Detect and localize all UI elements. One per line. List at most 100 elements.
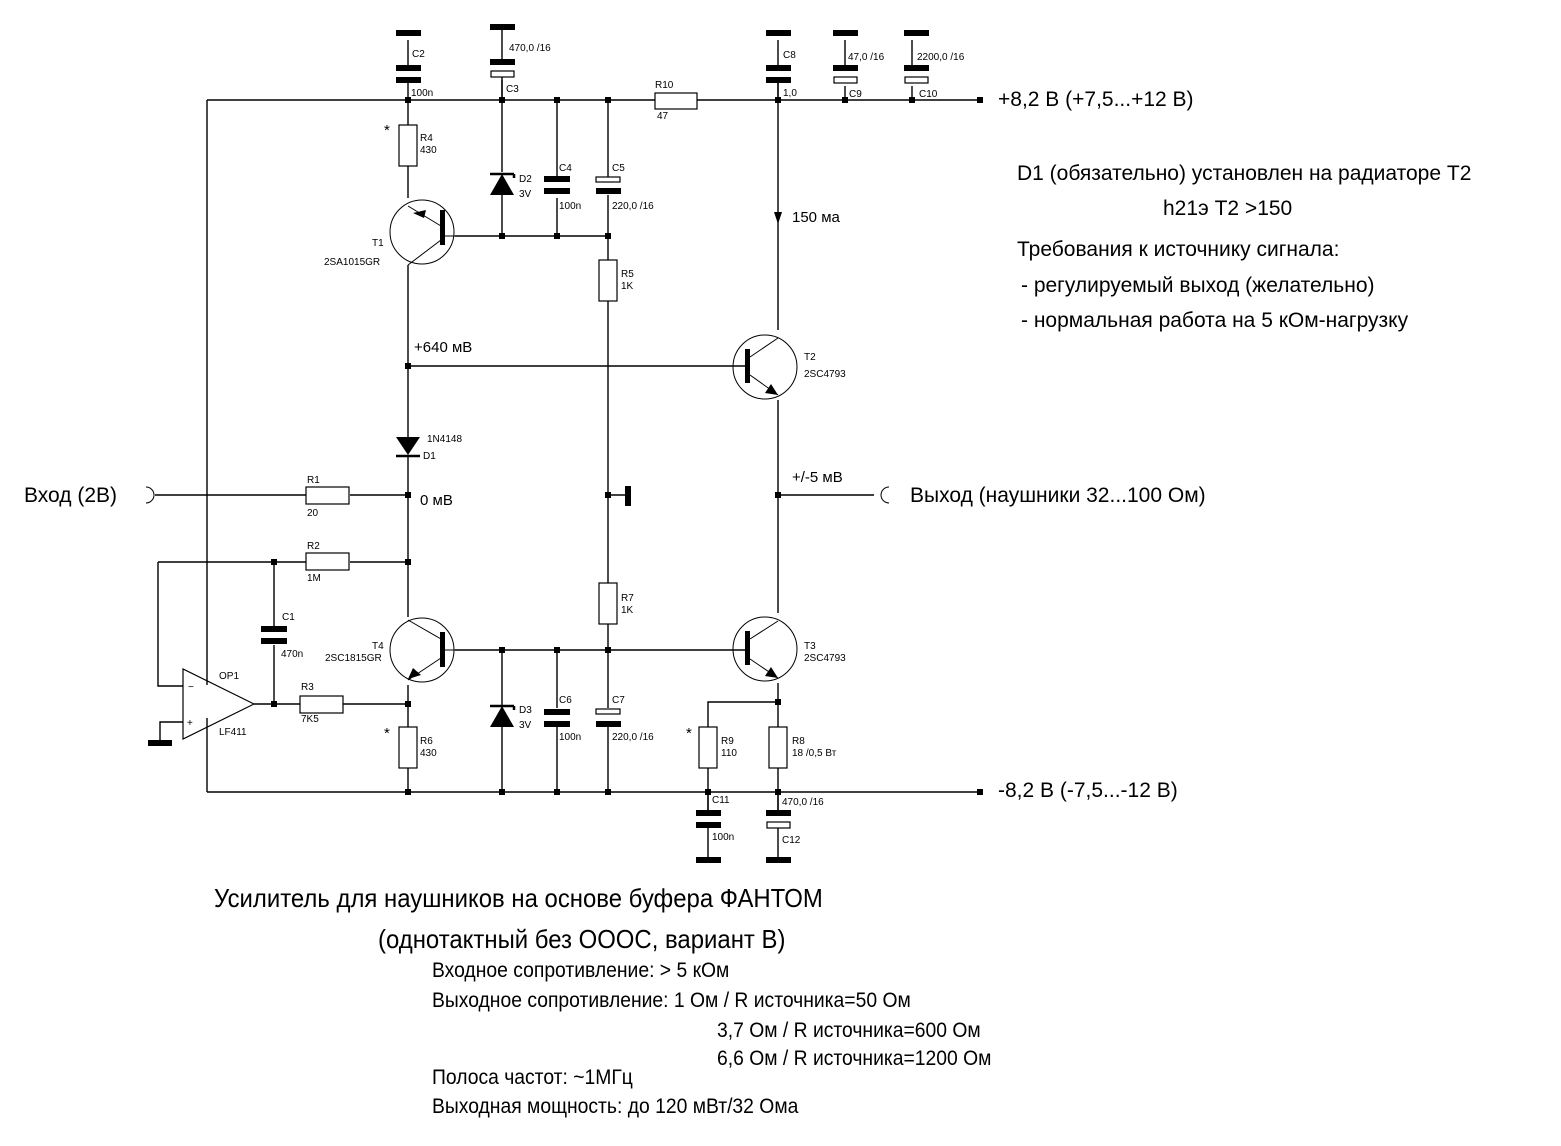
transistor-t3[interactable] (732, 616, 798, 682)
component-labels: C2 100n 470,0 /16 C3 R10 47 C8 1,0 47,0 … (219, 43, 965, 846)
resistor-r1[interactable] (305, 486, 350, 505)
junctions (271, 97, 983, 795)
spec-output-resistance-3: 6,6 Ом / R источника=1200 Ом (717, 1047, 992, 1070)
resistor-r9[interactable] (698, 726, 718, 769)
resistor-r6[interactable] (398, 726, 418, 769)
ground-icon (148, 740, 172, 746)
voltage-0mv: 0 мВ (420, 492, 453, 509)
voltage-640mv: +640 мВ (414, 339, 472, 356)
r3-ref: R3 (301, 682, 314, 693)
r1-value: 20 (307, 508, 319, 519)
capacitor-c11[interactable] (696, 810, 721, 863)
top-cap-stems-right (777, 40, 913, 100)
vneg-label: -8,2 В (-7,5...-12 В) (998, 779, 1178, 802)
c7-value: 220,0 /16 (612, 732, 654, 743)
capacitor-c2[interactable] (396, 30, 421, 83)
transistor-t1[interactable] (389, 199, 455, 266)
resistor-r8[interactable] (768, 726, 788, 769)
r9-value: 110 (721, 748, 737, 759)
r7-value: 1K (621, 605, 634, 616)
current-arrow-icon (774, 212, 782, 224)
resistor-r3[interactable] (299, 695, 344, 714)
spec-output-resistance-2: 3,7 Ом / R источника=600 Ом (717, 1019, 981, 1042)
d1-ref: D1 (423, 451, 436, 462)
t4-ref: T4 (372, 641, 384, 652)
r10-ref: R10 (655, 80, 674, 91)
capacitor-c10[interactable] (904, 30, 929, 84)
c5-ref: C5 (612, 163, 625, 174)
capacitor-c12[interactable] (766, 792, 791, 863)
h21-note: h21э T2 >150 (1163, 197, 1293, 220)
c2-value: 100n (411, 88, 433, 99)
r7-ref: R7 (621, 593, 634, 604)
measurements: +640 мВ 0 мВ +/-5 мВ 150 ма (414, 209, 843, 509)
d1-radiator-note: D1 (обязательно) установлен на радиаторе… (1017, 162, 1472, 185)
requirement-2: - нормальная работа на 5 кОм-нагрузку (1021, 309, 1409, 332)
c5-value: 220,0 /16 (612, 201, 654, 212)
capacitors (261, 24, 929, 863)
c2-ref: C2 (412, 49, 425, 60)
diode-d2[interactable] (490, 172, 516, 195)
opamp-plus-sign: + (187, 718, 193, 729)
diode-d1[interactable] (396, 437, 420, 458)
title-line-1: Усилитель для наушников на основе буфера… (214, 883, 823, 913)
c8-ref: C8 (783, 50, 796, 61)
capacitor-c9[interactable] (833, 30, 858, 84)
capacitor-c1[interactable] (261, 626, 287, 644)
capacitor-c4[interactable] (544, 176, 570, 194)
requirement-1: - регулируемый выход (желательно) (1021, 274, 1375, 297)
output-jack-icon[interactable] (880, 486, 890, 504)
r4-select-marker: * (384, 122, 390, 139)
opamp-feedback-wire (157, 562, 183, 687)
diodes (396, 172, 516, 727)
t3-ref: T3 (804, 641, 816, 652)
t3-value: 2SC4793 (804, 653, 846, 664)
c7-ref: C7 (612, 695, 625, 706)
r2-ref: R2 (307, 541, 320, 552)
title-line-2: (однотактный без ОООС, вариант В) (378, 924, 786, 954)
spec-output-resistance-1: Выходное сопротивление: 1 Ом / R источни… (432, 989, 911, 1012)
diode-d3[interactable] (490, 704, 516, 727)
r6-value: 430 (420, 748, 437, 759)
d3-value: 3V (519, 720, 532, 731)
r8-ref: R8 (792, 736, 805, 747)
d2-value: 3V (519, 189, 532, 200)
capacitor-c5[interactable] (595, 176, 621, 194)
resistor-r4[interactable] (398, 124, 418, 167)
mid-ground-icon (625, 486, 631, 506)
capacitor-c3[interactable] (490, 24, 515, 100)
t2-ref: T2 (804, 352, 816, 363)
spec-bandwidth: Полоса частот: ~1МГц (432, 1066, 633, 1089)
opamp-op1[interactable]: − + (182, 668, 256, 740)
c11-ref: C11 (712, 795, 730, 806)
r1-ref: R1 (307, 475, 320, 486)
input-jack-icon[interactable] (145, 486, 155, 504)
transistor-t4[interactable] (389, 617, 455, 683)
t1-ref: T1 (372, 238, 384, 249)
resistor-r2[interactable] (305, 552, 350, 571)
resistor-r5[interactable] (598, 259, 618, 302)
c8-value: 1,0 (783, 88, 797, 99)
c4-value: 100n (559, 201, 581, 212)
t2-value: 2SC4793 (804, 369, 846, 380)
t1-value: 2SA1015GR (324, 257, 380, 268)
r3-value: 7K5 (301, 714, 319, 725)
op1-value: LF411 (219, 727, 247, 738)
transistor-t2[interactable] (732, 334, 798, 400)
c10-ref: C10 (919, 89, 938, 100)
resistor-r10[interactable] (654, 92, 698, 110)
c6-value: 100n (559, 732, 581, 743)
capacitor-c6[interactable] (544, 709, 570, 727)
c9-value: 47,0 /16 (848, 52, 885, 63)
spec-input-resistance: Входное сопротивление: > 5 кОм (432, 959, 730, 982)
c10-value: 2200,0 /16 (917, 52, 965, 63)
transistors (389, 199, 798, 683)
r8-value: 18 /0,5 Вт (792, 748, 837, 759)
resistor-r7[interactable] (598, 582, 618, 625)
r2-value: 1M (307, 573, 321, 584)
resistors (299, 92, 788, 769)
d1-value: 1N4148 (427, 434, 462, 445)
c1-value: 470n (281, 649, 303, 660)
capacitor-c7[interactable] (595, 708, 621, 727)
